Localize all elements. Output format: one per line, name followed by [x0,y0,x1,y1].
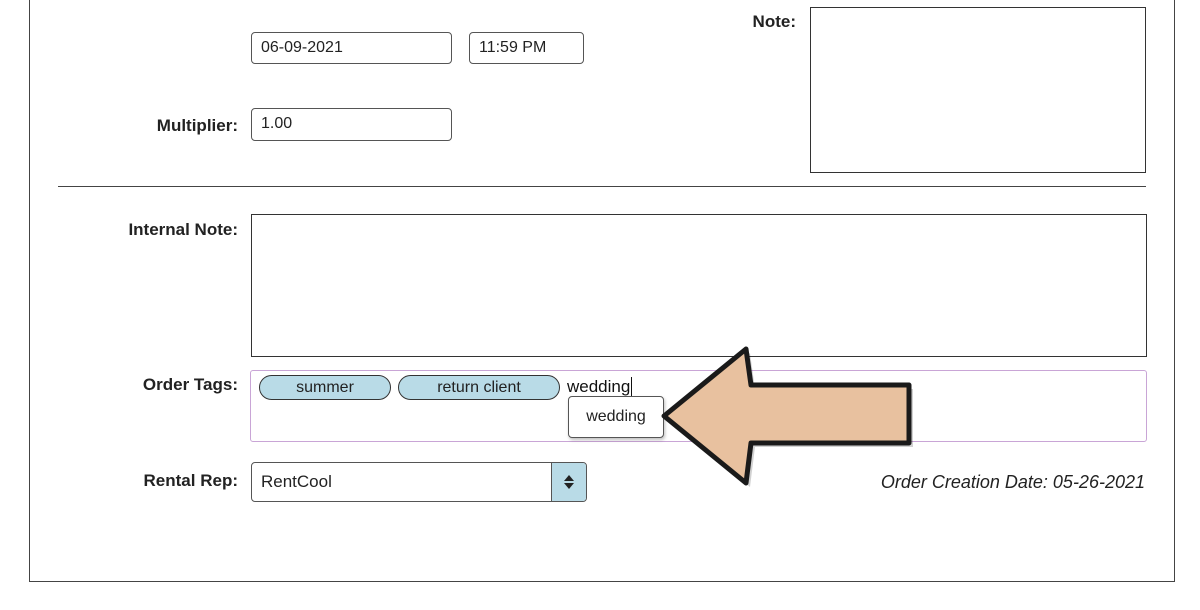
internal-note-textarea[interactable] [251,214,1147,357]
rental-rep-value: RentCool [261,472,332,491]
note-textarea[interactable] [810,7,1146,173]
left-arrow-icon [661,346,913,487]
section-divider [58,186,1146,187]
multiplier-input[interactable]: 1.00 [251,108,452,141]
rental-rep-select[interactable]: RentCool [251,462,587,502]
order-tags-label: Order Tags: [142,375,238,394]
date-input[interactable]: 06-09-2021 [251,32,452,64]
tag-typed-text[interactable]: wedding [567,377,633,397]
rental-rep-label: Rental Rep: [143,471,238,490]
time-input[interactable]: 11:59 PM [469,32,584,64]
order-creation-date: Order Creation Date: 05-26-2021 [880,472,1145,492]
internal-note-label: Internal Note: [128,220,238,239]
up-down-chevron-icon[interactable] [551,463,586,501]
multiplier-label: Multiplier: [156,116,238,135]
order-form-panel [29,0,1175,582]
tag-chip-summer[interactable]: summer [259,375,391,400]
tag-chip-return-client[interactable]: return client [398,375,560,400]
note-label: Note: [752,12,796,31]
